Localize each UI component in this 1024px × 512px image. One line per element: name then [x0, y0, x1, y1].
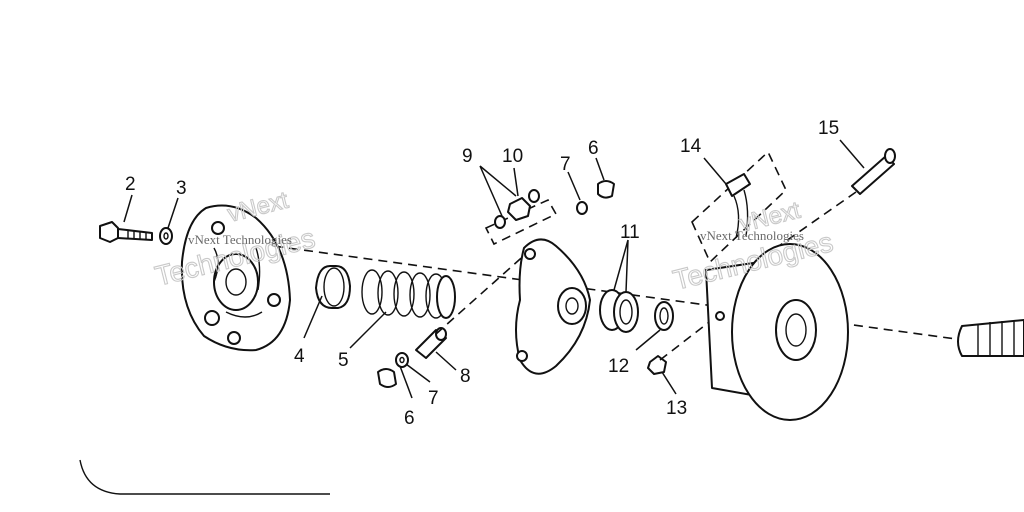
part-lock-washer: [159, 227, 173, 245]
callout-4: 4: [294, 346, 305, 367]
part-pin: [415, 327, 447, 359]
part-shaft: [957, 319, 1024, 357]
part-washer-lower: [395, 352, 409, 368]
part-nut: [507, 197, 531, 221]
callout-12: 12: [608, 356, 629, 377]
part-washer-upper: [576, 201, 588, 215]
part-spring: [361, 269, 456, 319]
callout-6-upper: 6: [588, 138, 599, 159]
callout-7-lower: 7: [428, 388, 439, 409]
part-spider: [515, 238, 591, 375]
callout-11: 11: [620, 222, 640, 243]
part-weight: [725, 173, 751, 239]
callout-8: 8: [460, 366, 471, 387]
part-sheave: [705, 243, 849, 421]
callout-7-upper: 7: [560, 154, 571, 175]
part-cap-upper: [597, 180, 615, 199]
page-corner-curve: [79, 459, 330, 495]
callout-leaders: [123, 139, 865, 399]
callout-labels: 2 3 4 5 6 7 8 9 10 7 6 11 12 13 14 15: [125, 118, 839, 429]
part-sleeve: [654, 301, 674, 331]
part-small-nut: [647, 355, 667, 375]
part-long-bolt: [851, 148, 896, 195]
callout-13: 13: [666, 398, 687, 419]
part-bolt: [99, 221, 153, 243]
callout-9: 9: [462, 146, 473, 167]
part-small-washers: [494, 189, 540, 229]
callout-2: 2: [125, 174, 136, 195]
callout-10: 10: [502, 146, 523, 167]
part-cover: [180, 204, 291, 352]
svg-text:vNext Technologies: vNext Technologies: [700, 228, 804, 243]
part-ring: [315, 265, 351, 309]
callout-6-lower: 6: [404, 408, 415, 429]
part-bushings: [599, 289, 639, 333]
callout-5: 5: [338, 350, 349, 371]
svg-text:vNext Technologies: vNext Technologies: [188, 232, 292, 247]
part-cap-lower: [377, 368, 397, 388]
callout-15: 15: [818, 118, 839, 139]
callout-14: 14: [680, 136, 702, 157]
callout-3: 3: [176, 178, 187, 199]
